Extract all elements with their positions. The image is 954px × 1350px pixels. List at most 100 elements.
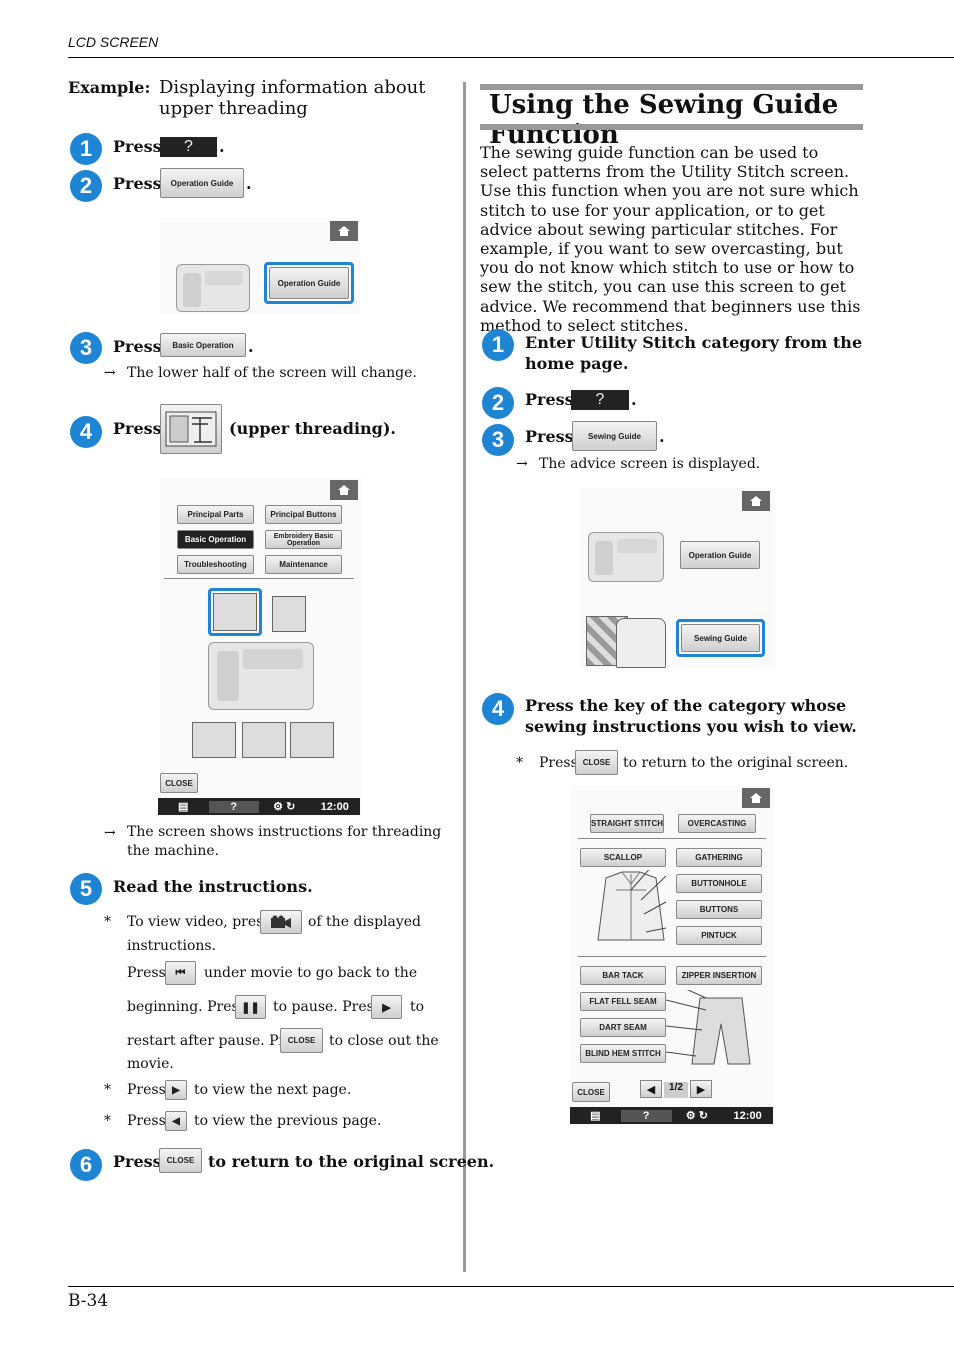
note-close-b: to close out the xyxy=(329,1033,439,1049)
tab-basic-operation[interactable]: Basic Operation xyxy=(177,530,254,549)
upper-threading-button[interactable] xyxy=(160,404,222,454)
next-page-button[interactable]: ▶ xyxy=(165,1080,187,1100)
close-button[interactable]: CLOSE xyxy=(160,773,198,793)
buttonhole-button[interactable]: BUTTONHOLE xyxy=(676,874,762,893)
document-icon[interactable]: ▤ xyxy=(178,801,189,813)
overcasting-button[interactable]: OVERCASTING xyxy=(678,814,756,833)
blind-hem-stitch-button[interactable]: BLIND HEM STITCH xyxy=(580,1044,666,1063)
home-icon[interactable] xyxy=(330,480,358,500)
arrow-icon: → xyxy=(516,456,528,472)
close-button[interactable]: CLOSE xyxy=(159,1148,202,1173)
r-step-2-end: . xyxy=(631,390,637,409)
arrow-icon: → xyxy=(104,825,116,841)
help-button[interactable]: ? xyxy=(160,137,217,157)
note-video-c: instructions. xyxy=(127,938,217,954)
tab-principal-buttons[interactable]: Principal Buttons xyxy=(265,505,342,524)
note-prev-a: Press xyxy=(127,1113,166,1129)
needle-threading-icon[interactable] xyxy=(192,722,236,758)
settings-icon[interactable]: ⚙ ↻ xyxy=(685,1110,708,1122)
pause-button[interactable]: ❚❚ xyxy=(235,995,266,1019)
help-button[interactable]: ? xyxy=(571,390,629,410)
section-title: Using the Sewing Guide Function xyxy=(489,90,839,150)
bobbin-winding-icon[interactable] xyxy=(272,596,306,632)
example-text: Displaying information about upper threa… xyxy=(159,77,426,119)
tab-troubleshooting[interactable]: Troubleshooting xyxy=(177,555,254,574)
settings-icon[interactable]: ⚙ ↻ xyxy=(273,801,296,813)
play-button[interactable]: ▶ xyxy=(371,995,402,1019)
r-step-2-press: Press xyxy=(525,390,574,409)
step-6-end: to return to the original screen. xyxy=(208,1152,495,1171)
close-button[interactable]: CLOSE xyxy=(572,1082,610,1102)
page-indicator: 1/2 xyxy=(664,1082,688,1098)
r-note-b: to return to the original screen. xyxy=(623,755,849,771)
sewing-guide-button[interactable]: Sewing Guide xyxy=(572,421,657,451)
presser-foot-icon[interactable] xyxy=(242,722,286,758)
gathering-button[interactable]: GATHERING xyxy=(676,848,762,867)
buttons-button[interactable]: BUTTONS xyxy=(676,900,762,919)
note-video-b: of the displayed xyxy=(308,914,422,930)
step-6-press: Press xyxy=(113,1152,162,1171)
previous-page-button[interactable]: ◀ xyxy=(165,1111,187,1131)
next-page-button[interactable]: ▶ xyxy=(690,1080,712,1098)
sewing-machine-image xyxy=(588,532,664,582)
pintuck-button[interactable]: PINTUCK xyxy=(676,926,762,945)
upper-threading-highlight[interactable] xyxy=(208,588,262,636)
operation-guide-button[interactable]: Operation Guide xyxy=(160,168,244,198)
previous-page-button[interactable]: ◀ xyxy=(640,1080,662,1098)
help-icon[interactable]: ? xyxy=(620,1109,672,1122)
tab-principal-parts[interactable]: Principal Parts xyxy=(177,505,254,524)
clock: 12:00 xyxy=(320,800,349,813)
flat-fell-seam-button[interactable]: FLAT FELL SEAM xyxy=(580,992,666,1011)
note-next-b: to view the next page. xyxy=(194,1082,352,1098)
step-4-result: The screen shows instructions for thread… xyxy=(127,824,442,859)
note-next-a: Press xyxy=(127,1082,166,1098)
bar-tack-button[interactable]: BAR TACK xyxy=(580,966,666,985)
rewind-button[interactable]: ⏮ xyxy=(165,961,196,985)
sewing-guide-screen-button[interactable]: Sewing Guide xyxy=(681,624,760,652)
tab-embroidery-basic-operation[interactable]: Embroidery Basic Operation xyxy=(265,530,342,549)
close-button[interactable]: CLOSE xyxy=(575,750,618,775)
basic-operation-button[interactable]: Basic Operation xyxy=(160,333,246,357)
dart-seam-button[interactable]: DART SEAM xyxy=(580,1018,666,1037)
scallop-button[interactable]: SCALLOP xyxy=(580,848,666,867)
note-pause-a: beginning. Press xyxy=(127,999,246,1015)
sewing-machine-image xyxy=(176,264,250,312)
section-header: LCD SCREEN xyxy=(68,34,159,50)
step-2-end: . xyxy=(246,174,252,193)
note-prev-b: to view the previous page. xyxy=(194,1113,382,1129)
step-3-result: The lower half of the screen will change… xyxy=(127,365,417,381)
video-camera-button[interactable] xyxy=(260,910,302,934)
page-number: B-34 xyxy=(68,1291,109,1311)
sewing-guide-highlight: Sewing Guide xyxy=(676,619,765,657)
zipper-insertion-button[interactable]: ZIPPER INSERTION xyxy=(676,966,762,985)
header-rule xyxy=(68,57,954,58)
tab-maintenance[interactable]: Maintenance xyxy=(265,555,342,574)
note-rewind-b: under movie to go back to the xyxy=(204,965,418,981)
arrow-icon: → xyxy=(104,365,116,381)
operation-guide-screen-button[interactable]: Operation Guide xyxy=(680,541,760,569)
video-close-button[interactable]: CLOSE xyxy=(280,1028,323,1053)
screen-divider xyxy=(164,578,354,579)
step-4-number: 4 xyxy=(70,416,102,448)
lcd-screen-guide-select: Operation Guide Sewing Guide xyxy=(580,488,775,668)
shorts-diagram xyxy=(666,990,751,1065)
home-icon[interactable] xyxy=(742,491,770,511)
note-movie: movie. xyxy=(127,1056,174,1072)
pause-icon: ❚❚ xyxy=(241,1001,260,1014)
r-step-1-text: Enter Utility Stitch category from the h… xyxy=(525,333,863,373)
r-step-3-result: The advice screen is displayed. xyxy=(539,456,761,472)
shirt-image xyxy=(616,618,666,668)
shirt-diagram xyxy=(597,870,667,941)
step-1-end: . xyxy=(219,137,225,156)
help-icon[interactable]: ? xyxy=(208,800,259,813)
home-icon[interactable] xyxy=(742,788,770,808)
operation-guide-screen-button[interactable]: Operation Guide xyxy=(269,267,349,299)
step-4-end: (upper threading). xyxy=(229,419,396,438)
document-icon[interactable]: ▤ xyxy=(590,1110,601,1122)
note-pause-c: to xyxy=(410,999,425,1015)
r-step-3-press: Press xyxy=(525,427,574,446)
lower-threading-icon[interactable] xyxy=(290,722,334,758)
straight-stitch-button[interactable]: STRAIGHT STITCH xyxy=(590,814,664,833)
screen-divider xyxy=(578,956,766,957)
home-icon[interactable] xyxy=(330,221,358,241)
